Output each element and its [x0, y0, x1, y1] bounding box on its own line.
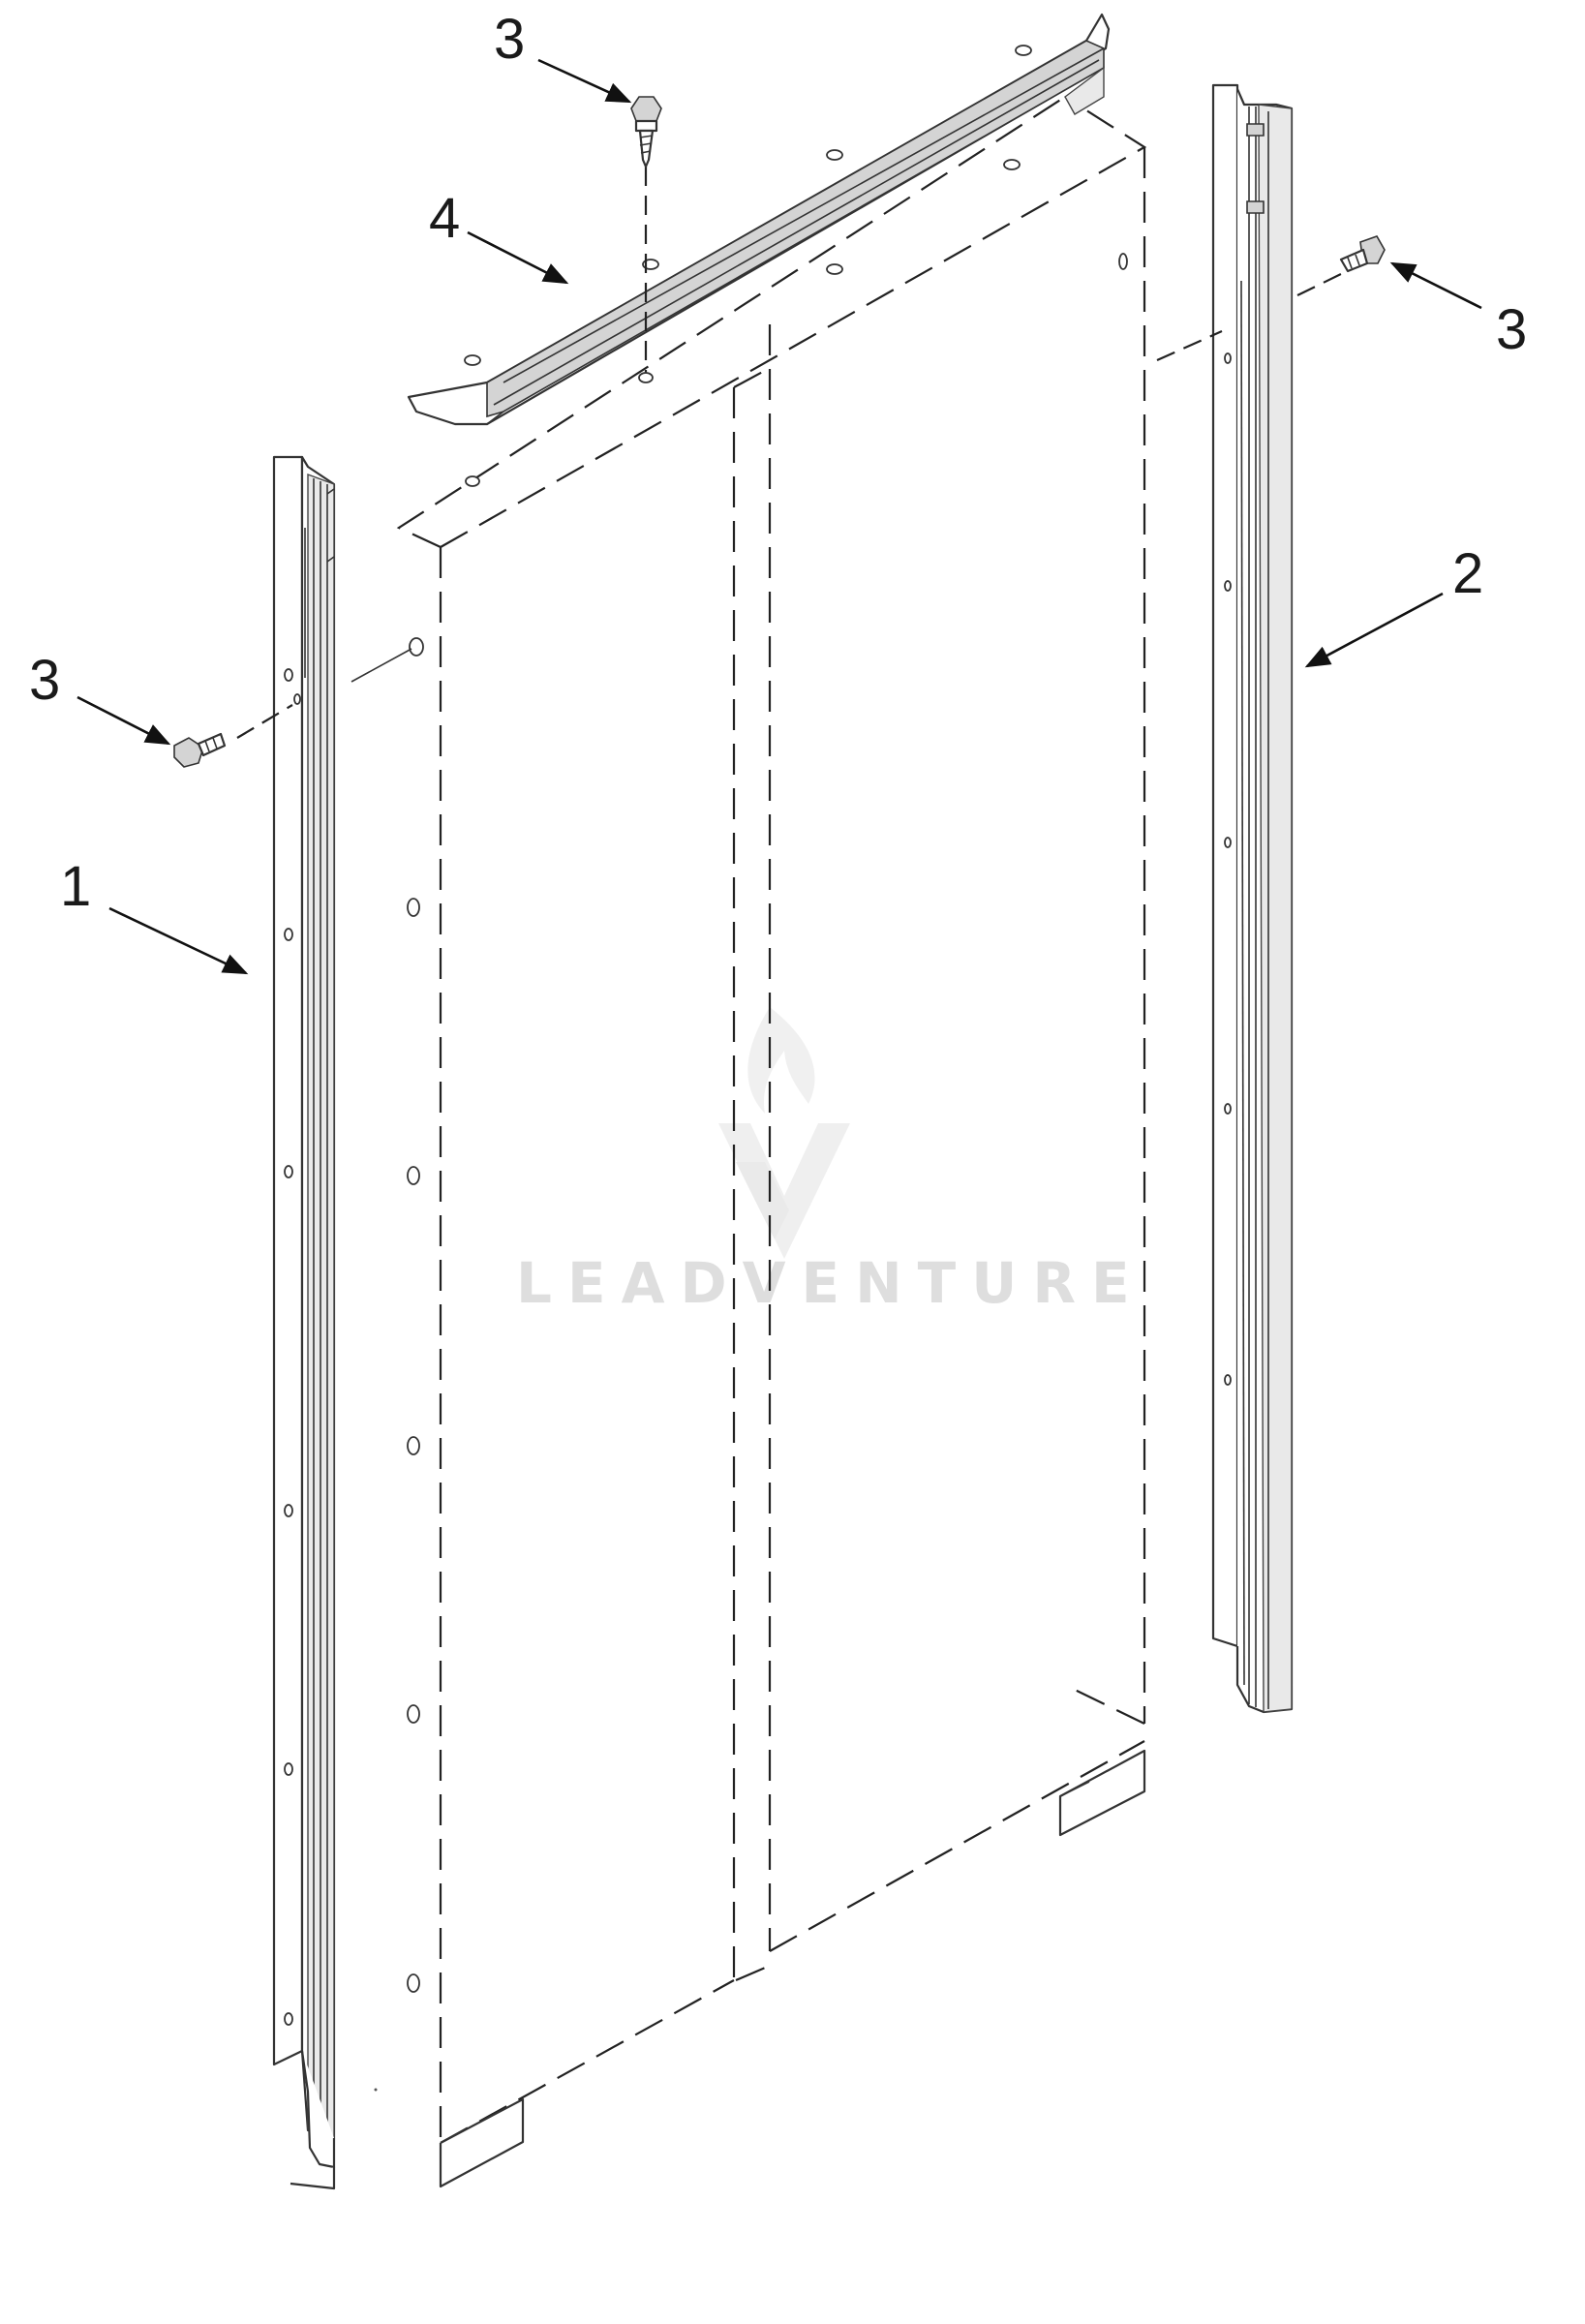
leader-callout-2 [1304, 592, 1444, 668]
top-channel-part-4 [407, 13, 1111, 426]
callout-3-right: 3 [1496, 298, 1527, 361]
panel-hole [407, 1436, 420, 1455]
channel-hole [1015, 45, 1032, 56]
stray-mark [374, 2088, 378, 2092]
screw-left-part-3 [173, 648, 412, 768]
panel-hole [407, 1973, 420, 1993]
leader-callout-3-left [76, 695, 171, 746]
cabinet-panel-phantom [396, 96, 1147, 2144]
leader-callout-1 [108, 906, 249, 975]
panel-hole [407, 1166, 420, 1185]
left-trim-part-1 [272, 455, 336, 2190]
channel-hole [826, 263, 843, 275]
watermark: LEADVENTURE [516, 1007, 1145, 1316]
channel-hole [826, 149, 843, 161]
watermark-text: LEADVENTURE [516, 1250, 1145, 1316]
leader-callout-3-right [1389, 261, 1482, 310]
right-trim-part-2 [1211, 83, 1294, 1714]
leader-callout-3-top [537, 58, 632, 104]
panel-hole [1118, 253, 1128, 270]
callout-2: 2 [1452, 542, 1483, 605]
panel-hole [407, 898, 420, 917]
screw-right-part-3 [1156, 235, 1386, 362]
callout-labels: 3 4 3 2 3 1 [29, 8, 1527, 918]
callout-3-top: 3 [494, 8, 525, 71]
callout-3-left: 3 [29, 649, 60, 712]
panel-hole [465, 475, 480, 487]
panel-feet [439, 1749, 1146, 2188]
panel-hole [409, 637, 424, 657]
callout-leaders [76, 58, 1482, 975]
channel-hole [464, 354, 481, 366]
screw-top-part-3 [630, 96, 662, 383]
panel-hole [407, 1704, 420, 1724]
channel-hole [1003, 159, 1021, 170]
callout-4: 4 [429, 187, 460, 250]
callout-1: 1 [60, 855, 91, 918]
watermark-logo-icon [718, 1007, 850, 1259]
leader-callout-4 [467, 230, 569, 285]
